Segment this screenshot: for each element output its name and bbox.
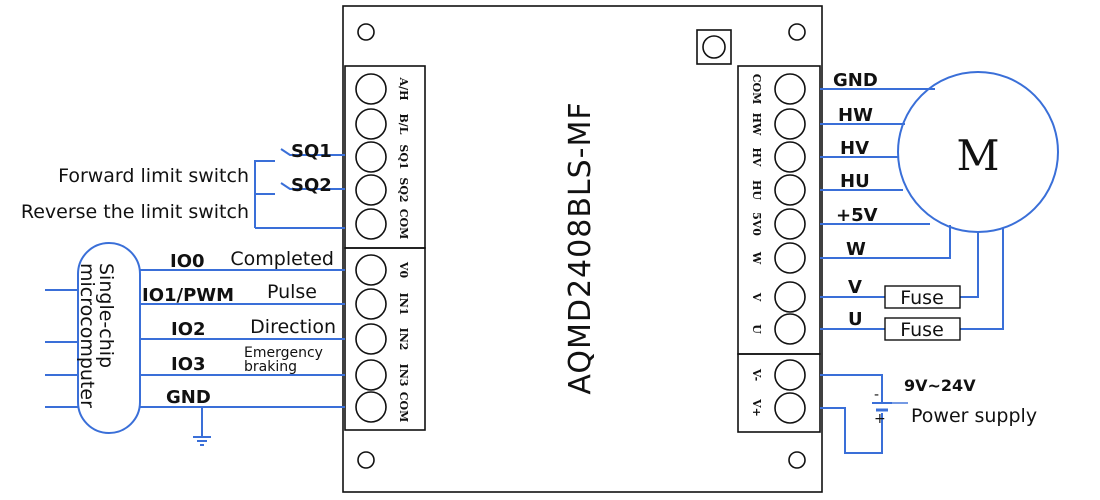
sq1-return-wire: [254, 160, 275, 194]
terminal-block-right-power: [737, 353, 821, 433]
forward-limit-label: Forward limit switch: [58, 165, 249, 187]
mount-hole-bottom-right: [788, 451, 806, 469]
gnd-label: GND: [166, 387, 211, 408]
mount-hole-top-right: [788, 23, 806, 41]
power-pos-wire: [820, 407, 883, 454]
mcu-label-line2: microcomputer: [76, 263, 98, 408]
motor-u-wire-b: [960, 228, 1004, 330]
left-terminal-screw: [355, 108, 387, 140]
left-terminal-label: V0: [397, 261, 410, 279]
battery-pos-sign: +: [874, 411, 886, 427]
right-terminal-screw: [774, 242, 806, 274]
right-terminal-label: W: [750, 251, 763, 265]
left-terminal-label: IN2: [397, 328, 410, 351]
mcu-label-line1: Single-chip: [95, 263, 117, 368]
motor-hw-label: HW: [838, 105, 873, 126]
left-terminal-screw: [355, 391, 387, 423]
right-terminal-screw: [774, 141, 806, 173]
power-terminal-label: V+: [750, 398, 763, 417]
right-terminal-label: HV: [750, 148, 763, 167]
button-housing: [696, 29, 732, 65]
io2-desc: Direction: [250, 316, 336, 338]
right-terminal-screw: [774, 174, 806, 206]
io0-label: IO0: [170, 251, 205, 272]
motor-hv-label: HV: [840, 138, 869, 159]
terminal-block-right-motor: [737, 65, 821, 355]
right-terminal-label: HW: [750, 113, 763, 136]
sq2-return-wire: [254, 193, 275, 228]
motor-5v-label: +5V: [836, 205, 878, 226]
left-terminal-screw: [355, 73, 387, 105]
io3-label: IO3: [171, 354, 206, 375]
right-terminal-screw: [774, 313, 806, 345]
right-terminal-label: V: [750, 292, 763, 302]
reverse-limit-label: Reverse the limit switch: [21, 201, 249, 223]
left-terminal-screw: [355, 359, 387, 391]
io2-label: IO2: [171, 319, 206, 340]
power-terminal-screw: [774, 359, 806, 391]
left-terminal-label: COM: [397, 392, 410, 423]
power-supply-label: Power supply: [911, 405, 1037, 427]
right-terminal-label: U: [750, 324, 763, 334]
voltage-label: 9V~24V: [904, 376, 976, 395]
fuse-v: [884, 285, 961, 309]
io1-desc: Pulse: [267, 281, 317, 303]
motor-u-label: U: [848, 309, 863, 330]
power-terminal-label: V-: [750, 368, 763, 381]
fuse-u: [884, 317, 961, 341]
board-model: AQMD2408BLS-MF: [563, 101, 598, 394]
fuse-v-label: Fuse: [900, 287, 944, 309]
sq2-label: SQ2: [291, 175, 332, 196]
mount-hole-top-left: [357, 23, 375, 41]
left-terminal-label: B/L: [397, 113, 410, 134]
motor-label: M: [956, 131, 999, 180]
left-terminal-label: A/H: [397, 77, 410, 101]
right-terminal-screw: [774, 73, 806, 105]
left-terminal-label: IN3: [397, 364, 410, 387]
motor-w-wire: [820, 225, 951, 259]
io3-desc-line1: Emergency: [244, 345, 323, 361]
io0-desc: Completed: [230, 248, 334, 270]
board-outline: [342, 5, 823, 493]
right-terminal-screw: [774, 281, 806, 313]
left-terminal-label: SQ1: [397, 144, 410, 169]
sq2-wire: [280, 182, 345, 190]
right-terminal-screw: [774, 108, 806, 140]
power-terminal-screw: [774, 392, 806, 424]
motor-v-wire-b: [960, 232, 979, 298]
right-terminal-label: COM: [750, 74, 763, 105]
left-terminal-screw: [355, 208, 387, 240]
io1-label: IO1/PWM: [142, 285, 234, 306]
mount-hole-bottom-left: [357, 451, 375, 469]
left-terminal-label: COM: [397, 209, 410, 240]
fuse-u-label: Fuse: [900, 319, 944, 341]
sq1-label: SQ1: [291, 141, 332, 162]
motor-v-label: V: [848, 277, 862, 298]
power-neg-wire: [820, 374, 883, 402]
sq1-wire: [280, 148, 345, 156]
left-terminal-screw: [355, 141, 387, 173]
left-terminal-screw: [355, 288, 387, 320]
left-terminal-screw: [355, 254, 387, 286]
reset-button: [702, 35, 726, 59]
motor-hu-label: HU: [840, 171, 870, 192]
left-terminal-label: IN1: [397, 293, 410, 316]
right-terminal-label: HU: [750, 180, 763, 200]
right-terminal-screw: [774, 208, 806, 240]
left-terminal-screw: [355, 323, 387, 355]
motor-w-label: W: [846, 239, 866, 260]
left-terminal-label: SQ2: [397, 177, 410, 202]
battery-neg-sign: -: [874, 387, 879, 403]
left-terminal-screw: [355, 174, 387, 206]
right-terminal-label: 5V0: [750, 212, 763, 236]
io3-desc-line2: braking: [244, 359, 297, 375]
motor-gnd-label: GND: [833, 70, 878, 91]
